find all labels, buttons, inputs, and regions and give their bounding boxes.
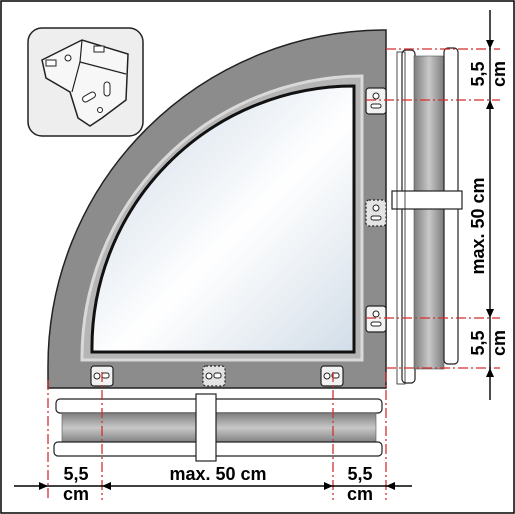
bracket-icon xyxy=(365,199,387,227)
right-blind xyxy=(391,47,463,385)
right-max-span: max. 50 cm xyxy=(468,177,488,274)
bracket-icon xyxy=(320,365,344,387)
bottom-left-offset-value: 5,5 xyxy=(63,464,88,484)
window-glass xyxy=(90,84,356,354)
bottom-max-span: max. 50 cm xyxy=(169,464,266,484)
bottom-right-offset-value: 5,5 xyxy=(347,464,372,484)
mounting-bracket-icon xyxy=(27,27,144,137)
bottom-blind xyxy=(53,393,383,462)
right-dimension-lines xyxy=(486,10,494,400)
bottom-right-offset-unit: cm xyxy=(347,484,373,504)
reference-lines xyxy=(47,48,500,500)
bracket-icon xyxy=(365,305,387,333)
right-bottom-offset-unit: cm xyxy=(489,330,509,356)
right-top-offset-unit: cm xyxy=(489,61,509,87)
bottom-left-offset-unit: cm xyxy=(63,484,89,504)
right-bottom-offset-value: 5,5 xyxy=(468,330,488,355)
bottom-dimension-lines xyxy=(14,482,412,490)
right-top-offset-value: 5,5 xyxy=(468,61,488,86)
bracket-icon xyxy=(202,365,226,387)
bracket-icon xyxy=(365,87,387,115)
